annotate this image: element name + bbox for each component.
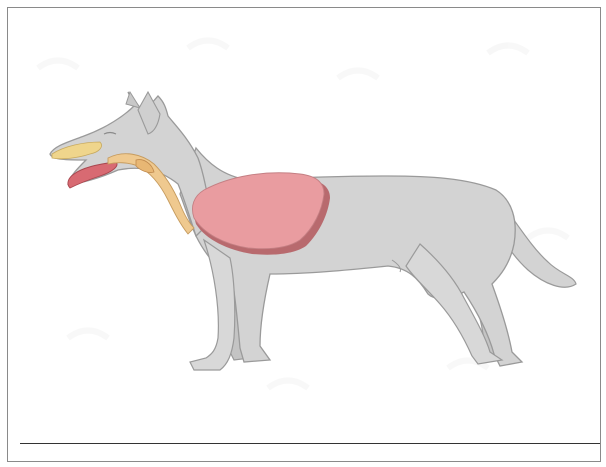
dog-ear-back <box>126 92 140 108</box>
dog-respiratory-illustration <box>8 8 600 433</box>
figure-frame <box>7 7 601 462</box>
caption-rule <box>20 443 600 444</box>
front-leg <box>190 240 235 370</box>
tongue <box>68 162 117 188</box>
